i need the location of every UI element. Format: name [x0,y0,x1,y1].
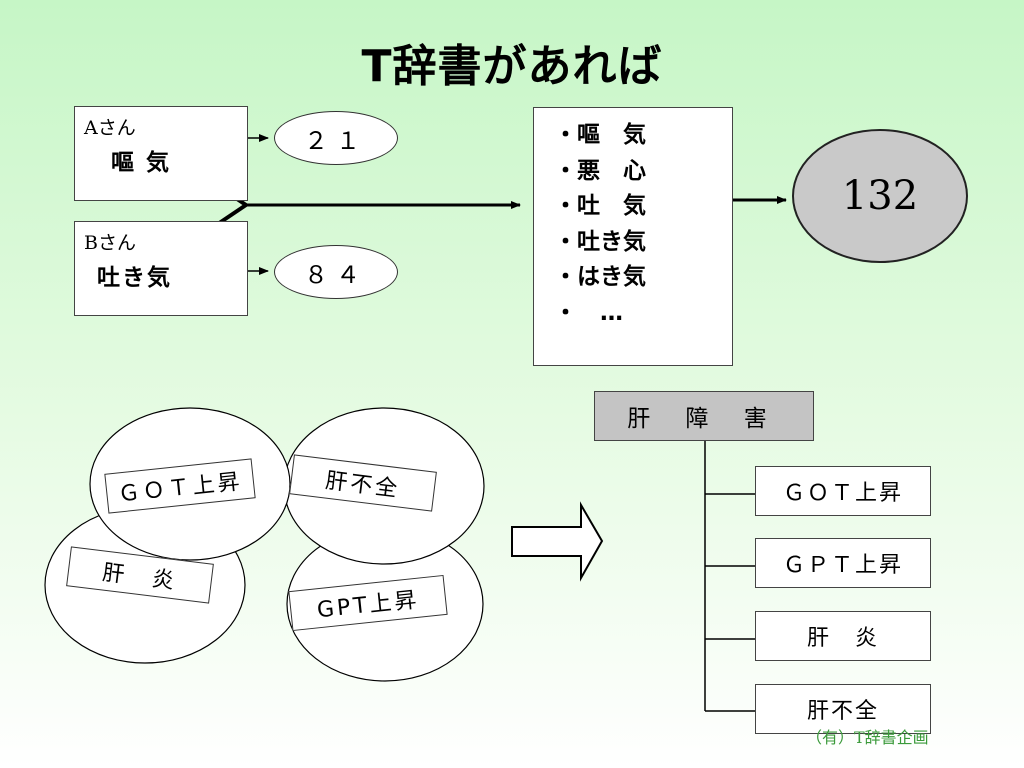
patient-a-symptom: 嘔 気 [111,150,172,176]
tree-lines [704,441,755,712]
category-child-got: ＧＯＴ上昇 [755,466,931,516]
patient-b-box: Bさん 吐き気 [74,221,248,316]
block-arrow [511,501,604,582]
synonym-list-box: ・嘔 気 ・悪 心 ・吐 気 ・吐き気 ・はき気 ・ … [533,107,733,366]
patient-a-box: Aさん 嘔 気 [74,106,248,201]
slide-title: T辞書があれば [361,41,663,92]
footer-credit: （有）T辞書企画 [806,728,929,747]
category-header: 肝 障 害 [594,391,814,441]
synonym-item: ・吐 気 [554,193,646,219]
patient-b-code: ８４ [274,245,398,299]
patient-a-code: ２１ [274,111,398,165]
synonym-item: ・嘔 気 [554,122,646,148]
patient-b-symptom: 吐き気 [97,265,172,291]
category-child-liver-failure: 肝不全 [755,684,931,734]
unified-code-oval: 132 [792,129,968,263]
category-child-hepatitis: 肝 炎 [755,611,931,661]
synonym-item: ・悪 心 [554,157,646,184]
category-child-gpt: ＧＰＴ上昇 [755,538,931,588]
patient-a-name: Aさん [84,117,136,139]
synonym-item: ・ … [554,299,623,326]
synonym-item: ・吐き気 [554,228,646,255]
scattered-ellipses [44,407,485,682]
synonym-item: ・はき気 [554,264,646,290]
patient-b-name: Bさん [84,232,136,254]
